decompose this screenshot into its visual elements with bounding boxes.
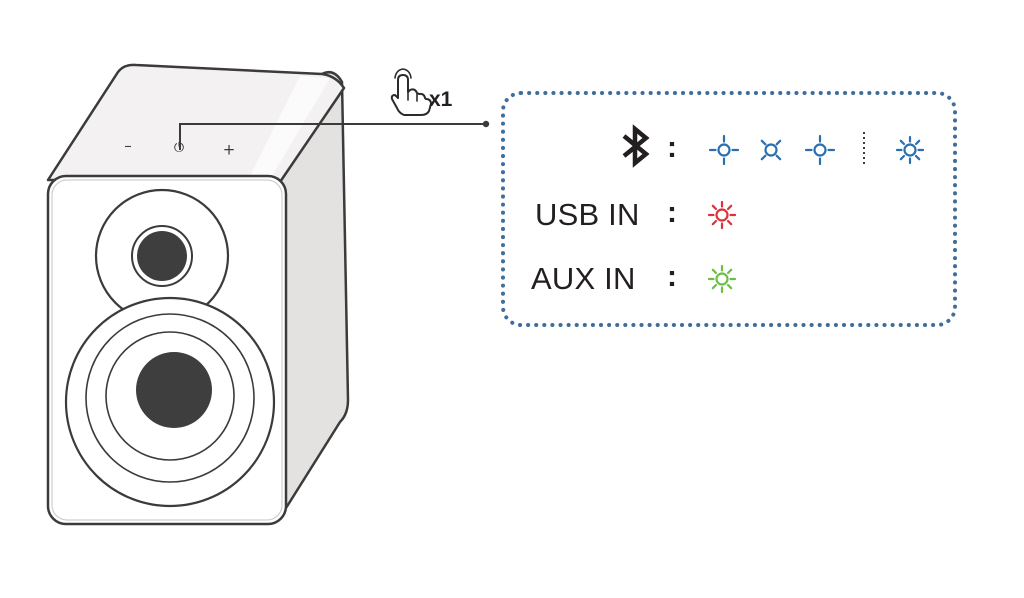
woofer-cone: [136, 352, 212, 428]
tweeter-dome: [137, 231, 187, 281]
bluetooth-icon: [622, 124, 650, 168]
hand-tap-icon: [390, 68, 432, 116]
power-button[interactable]: ⏻: [173, 140, 185, 156]
volume-up-button[interactable]: +: [222, 140, 236, 159]
led-dim-icon: [708, 134, 740, 166]
press-count-label: x1: [429, 88, 453, 111]
led-bright-icon: [895, 135, 925, 165]
led-bright-icon: [707, 264, 737, 294]
usb-indicator-pattern: [707, 200, 737, 230]
volume-down-button[interactable]: –: [124, 136, 132, 155]
speaker-top-highlight: [250, 76, 330, 176]
bluetooth-indicator-pattern: [708, 134, 925, 166]
bluetooth-colon: :: [667, 131, 677, 164]
led-dim-icon: [804, 134, 836, 166]
usb-colon: :: [667, 196, 677, 229]
usb-in-label: USB IN: [535, 197, 640, 232]
aux-colon: :: [667, 260, 677, 293]
aux-indicator-pattern: [707, 264, 737, 294]
led-blink-icon: [760, 139, 782, 161]
callout-dot: [482, 120, 490, 128]
led-bright-icon: [707, 200, 737, 230]
speaker-side-panel: [268, 71, 350, 510]
speaker-front-inner-edge: [51, 179, 283, 521]
callout-line: [179, 123, 486, 150]
aux-in-label: AUX IN: [531, 261, 636, 296]
